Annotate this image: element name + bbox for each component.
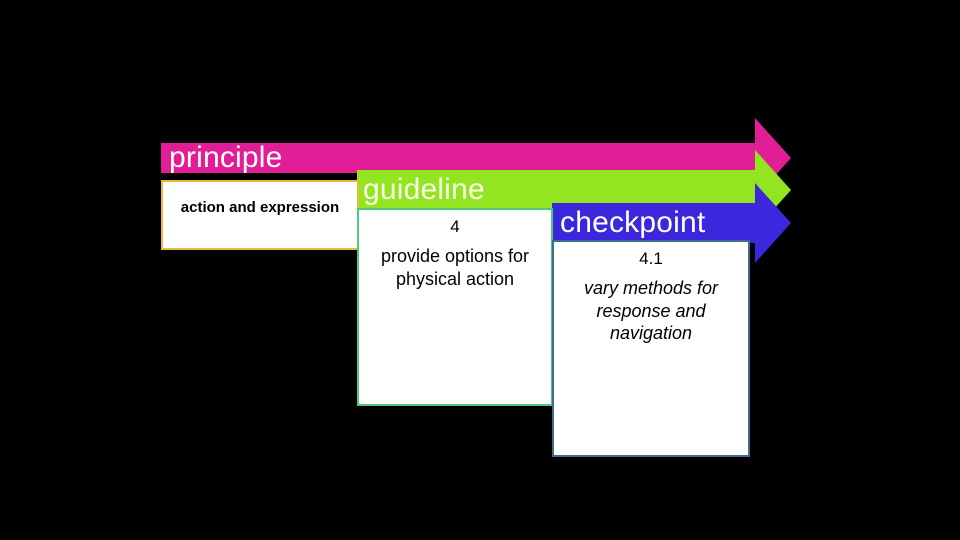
card-guideline-body: 4 provide options for physical action	[359, 210, 551, 290]
chevron-principle-shape	[161, 118, 791, 198]
card-guideline: 4 provide options for physical action	[357, 208, 553, 406]
chevron-checkpoint-label: checkpoint	[560, 206, 706, 239]
chevron-guideline-label: guideline	[363, 173, 485, 206]
card-principle: action and expression	[161, 180, 359, 250]
card-checkpoint-text: vary methods for response and navigation	[583, 277, 719, 344]
card-checkpoint: 4.1 vary methods for response and naviga…	[552, 240, 750, 457]
card-checkpoint-number: 4.1	[639, 249, 663, 268]
card-principle-text: action and expression	[180, 199, 340, 216]
card-guideline-number: 4	[450, 217, 460, 236]
chevron-principle-label: principle	[169, 141, 283, 174]
chevron-principle: principle	[161, 118, 791, 198]
card-guideline-text: provide options for physical action	[380, 245, 530, 289]
card-checkpoint-body: 4.1 vary methods for response and naviga…	[554, 242, 748, 345]
card-principle-body: action and expression	[163, 182, 357, 219]
